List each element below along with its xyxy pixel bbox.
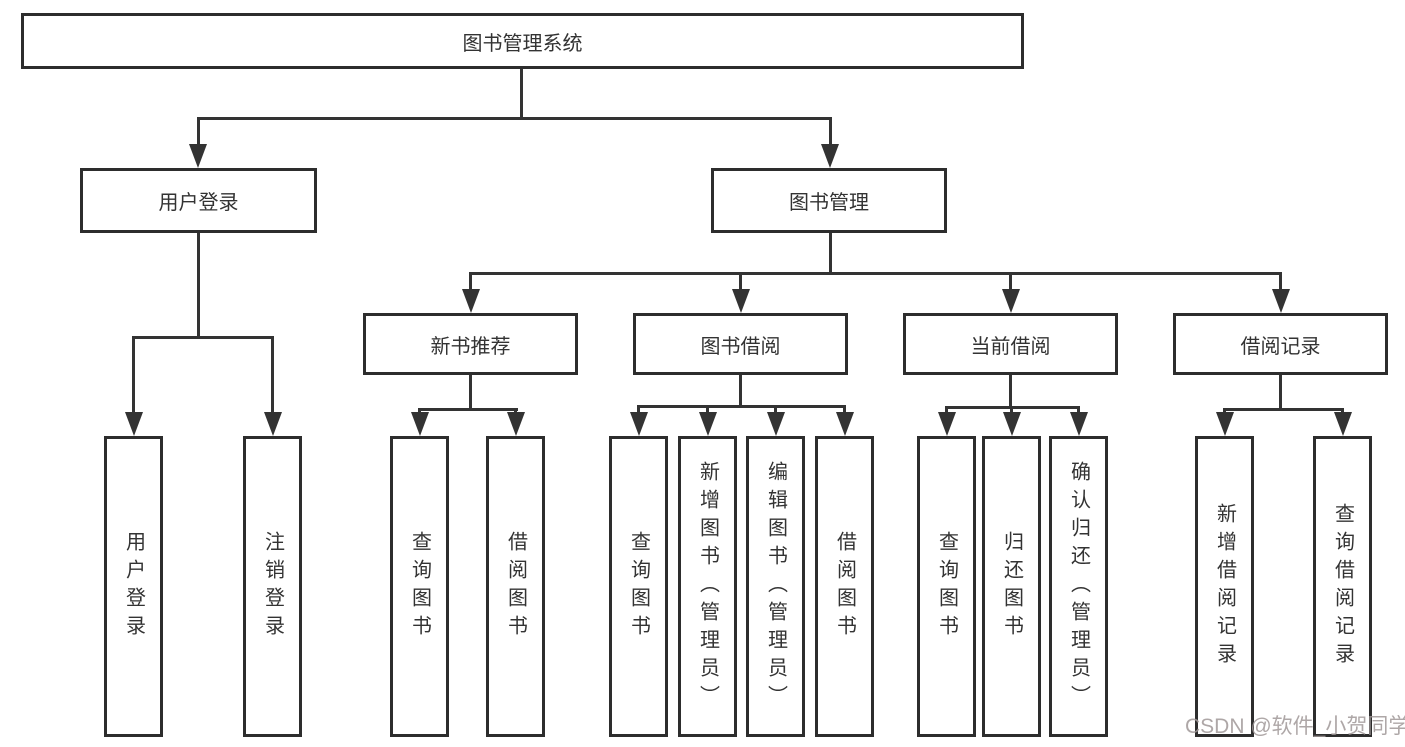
leaf-return-book: 归还图书 <box>982 436 1041 737</box>
leaf-borrow-books-a: 借阅图书 <box>486 436 545 737</box>
edge-book-management-rail <box>468 272 1282 275</box>
node-user-login-group: 用户登录 <box>80 168 317 233</box>
leaf-query-books-c: 查询图书 <box>917 436 976 737</box>
edge-new-book-recommend-trunk <box>469 375 472 411</box>
arrow-to-leaf-query-books-a <box>410 408 429 436</box>
leaf-confirm-return-admin: 确认归还（管理员） <box>1049 436 1108 737</box>
arrow-to-current-borrowing <box>1001 272 1020 313</box>
edge-book-management-trunk <box>828 233 832 275</box>
node-book-borrowing: 图书借阅 <box>633 313 848 375</box>
leaf-label: 新增借阅记录 <box>1213 502 1236 671</box>
leaf-borrow-books-b: 借阅图书 <box>815 436 874 737</box>
arrow-to-new-book-recommend <box>461 272 480 313</box>
leaf-label: 借阅图书 <box>504 530 527 643</box>
leaf-label: 借阅图书 <box>833 530 856 643</box>
leaf-logout: 注销登录 <box>243 436 302 737</box>
arrow-to-leaf-add-borrow-record <box>1215 408 1234 436</box>
arrow-to-leaf-confirm-return <box>1069 406 1088 436</box>
arrow-to-user-login-group <box>189 117 207 168</box>
leaf-label: 查询图书 <box>935 530 958 643</box>
leaf-label: 查询借阅记录 <box>1331 502 1354 671</box>
arrow-to-leaf-borrow-books-b <box>835 405 854 436</box>
edge-root-rail <box>196 117 832 120</box>
arrow-to-leaf-user-login <box>124 336 143 436</box>
arrow-to-leaf-query-borrow-record <box>1333 408 1352 436</box>
edge-current-borrowing-trunk <box>1009 375 1012 409</box>
leaf-label: 编辑图书（管理员） <box>764 460 787 713</box>
edge-new-book-recommend-rail <box>417 408 518 411</box>
node-borrowing-records: 借阅记录 <box>1173 313 1388 375</box>
edge-book-borrowing-rail <box>636 405 846 408</box>
edge-book-borrowing-trunk <box>739 375 742 408</box>
leaf-query-books-b: 查询图书 <box>609 436 668 737</box>
leaf-label: 归还图书 <box>1000 530 1023 643</box>
arrow-to-leaf-query-books-c <box>937 406 956 436</box>
leaf-add-book-admin: 新增图书（管理员） <box>678 436 737 737</box>
leaf-query-books-a: 查询图书 <box>390 436 449 737</box>
node-new-book-recommend: 新书推荐 <box>363 313 578 375</box>
leaf-query-borrow-record: 查询借阅记录 <box>1313 436 1372 737</box>
arrow-to-leaf-add-book <box>698 405 717 436</box>
leaf-edit-book-admin: 编辑图书（管理员） <box>746 436 805 737</box>
arrow-to-book-management <box>821 117 839 168</box>
arrow-to-leaf-query-books-b <box>629 405 648 436</box>
csdn-watermark: CSDN @软件_小贺同学 <box>1185 715 1405 738</box>
node-label: 图书管理系统 <box>462 32 583 55</box>
edge-user-login-rail <box>132 336 274 339</box>
arrow-to-leaf-return-book <box>1002 406 1021 436</box>
arrow-to-borrowing-records <box>1271 272 1290 313</box>
leaf-label: 确认归还（管理员） <box>1067 460 1090 713</box>
leaf-label: 查询图书 <box>627 530 650 643</box>
node-label: 用户登录 <box>158 192 239 214</box>
node-label: 借阅记录 <box>1240 335 1321 358</box>
node-label: 当前借阅 <box>970 335 1051 358</box>
edge-borrowing-records-rail <box>1222 408 1344 411</box>
node-label: 图书借阅 <box>700 335 781 358</box>
leaf-label: 用户登录 <box>122 530 145 643</box>
leaf-label: 注销登录 <box>261 530 284 643</box>
edge-borrowing-records-trunk <box>1279 375 1282 411</box>
edge-root-trunk <box>519 68 523 117</box>
leaf-user-login: 用户登录 <box>104 436 163 737</box>
node-current-borrowing: 当前借阅 <box>903 313 1118 375</box>
node-label: 新书推荐 <box>430 335 511 358</box>
arrow-to-book-borrowing <box>731 272 750 313</box>
arrow-to-leaf-edit-book <box>766 405 785 436</box>
arrow-to-leaf-borrow-books-a <box>506 408 525 436</box>
node-book-management: 图书管理 <box>711 168 947 233</box>
node-label: 图书管理 <box>789 192 869 214</box>
arrow-to-leaf-logout <box>263 336 282 436</box>
leaf-label: 查询图书 <box>408 530 431 643</box>
leaf-label: 新增图书（管理员） <box>696 460 719 713</box>
node-library-management-system: 图书管理系统 <box>21 13 1024 69</box>
edge-user-login-trunk <box>196 233 200 336</box>
leaf-add-borrow-record: 新增借阅记录 <box>1195 436 1254 737</box>
